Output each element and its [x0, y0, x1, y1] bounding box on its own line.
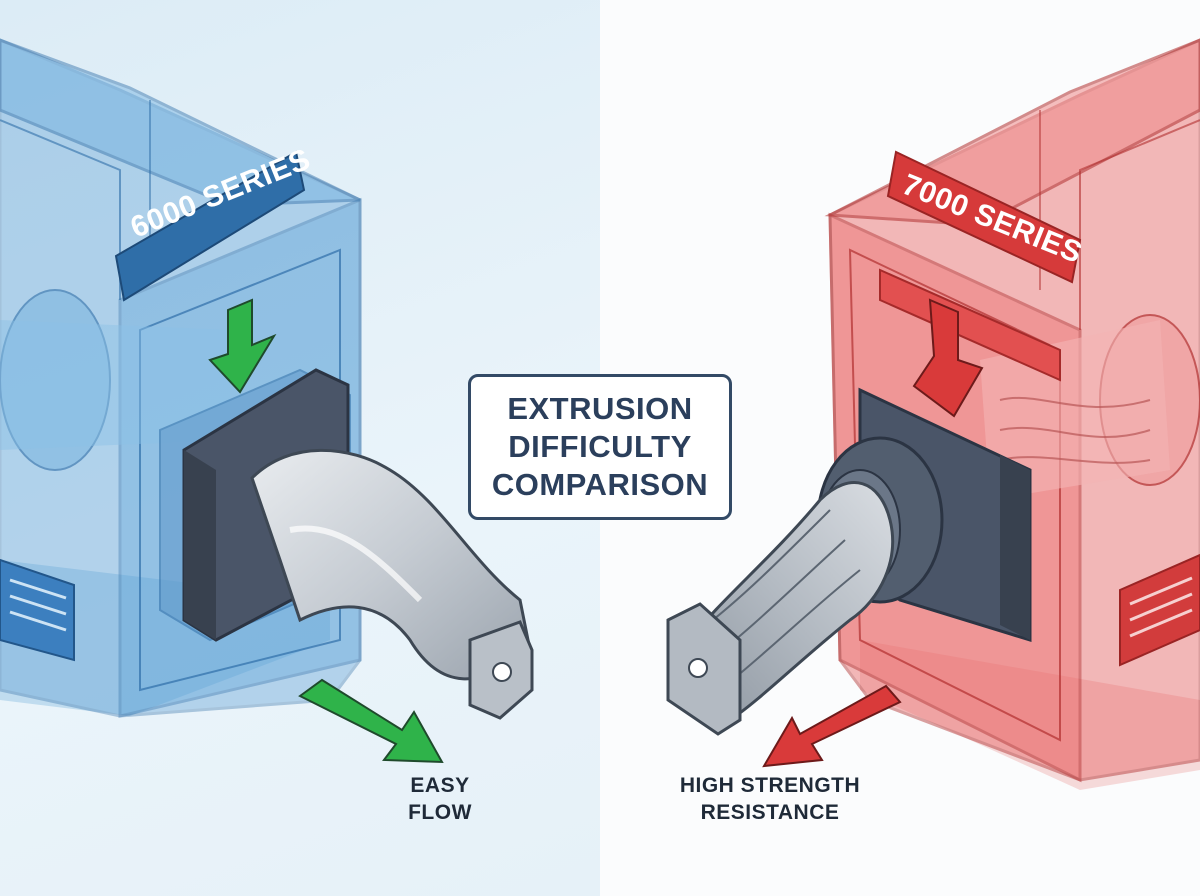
easy-flow-caption-line-2: FLOW	[408, 801, 472, 824]
series-7000-label-plate	[886, 150, 1082, 284]
press-7000-series	[666, 38, 1200, 790]
smooth-extrusion-profile	[250, 448, 534, 720]
press-force-arrow-red	[912, 298, 984, 418]
series-6000-label-plate	[114, 150, 306, 302]
resistance-caption: HIGH STRENGTH RESISTANCE	[640, 772, 900, 826]
title-line-1: EXTRUSION	[507, 391, 693, 426]
title-box: EXTRUSION DIFFICULTY COMPARISON	[468, 374, 732, 520]
vent-plate	[0, 558, 75, 662]
press-6000-series	[0, 38, 534, 764]
title-line-3: COMPARISON	[491, 467, 709, 502]
title-line-2: DIFFICULTY	[508, 429, 692, 464]
resistance-arrow	[762, 684, 902, 768]
easy-flow-caption-line-1: EASY	[410, 774, 470, 797]
rough-extrusion-profile	[666, 481, 895, 736]
press-force-arrow-green	[208, 298, 277, 394]
resistance-caption-line-1: HIGH STRENGTH	[679, 774, 861, 797]
vent-plate-right	[1119, 553, 1200, 667]
resistance-caption-line-2: RESISTANCE	[700, 801, 840, 824]
easy-flow-arrow	[298, 678, 444, 764]
easy-flow-caption: EASY FLOW	[370, 772, 510, 826]
